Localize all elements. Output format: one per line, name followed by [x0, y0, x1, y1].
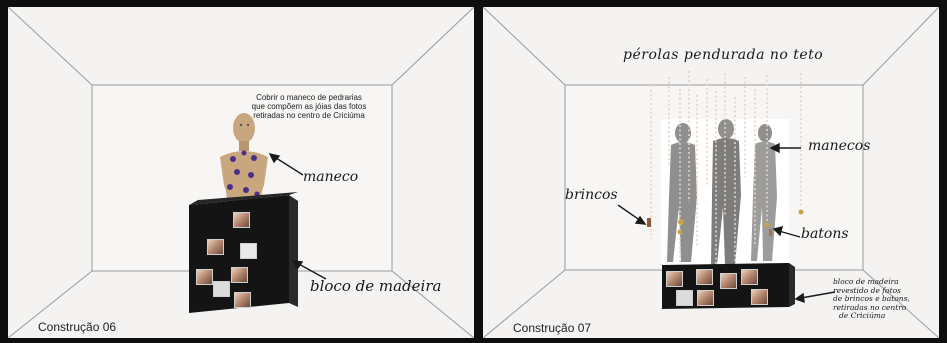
caption-construcao-07: Construção 07	[513, 321, 592, 335]
label-bloco-de-madeira: bloco de madeira	[310, 277, 442, 295]
annotation-arrows	[268, 152, 327, 280]
note-line: que compõem as jóias das fotos	[251, 102, 367, 111]
photo-jewel	[720, 273, 737, 289]
note-line: retiradas no centro de Criciúma	[253, 111, 365, 120]
photo-jewel	[207, 239, 224, 255]
annotation-arrows	[617, 142, 836, 304]
mannequin-bust	[220, 113, 268, 203]
photo-jewel	[696, 269, 713, 285]
note-line: de Criciúma	[839, 311, 886, 320]
photo-jewel	[240, 243, 257, 259]
caption-construcao-06: Construção 06	[38, 320, 117, 334]
label-maneco: maneco	[303, 169, 359, 185]
note-line: bloco de madeira	[833, 277, 899, 286]
label-perolas-title: pérolas pendurada no teto	[623, 47, 824, 63]
photo-jewel	[213, 281, 230, 297]
photo-jewel	[676, 290, 693, 306]
photo-jewel	[233, 212, 250, 228]
note-line: Cobrir o maneco de pedrarias	[256, 93, 362, 102]
photo-jewel	[196, 269, 213, 285]
earring-pendants	[647, 209, 804, 236]
panel-construcao-06: Cobrir o maneco de pedrarias que compõem…	[8, 7, 474, 338]
note-line: revestido de fotos	[833, 285, 901, 295]
pearl-strings	[650, 71, 802, 272]
photo-jewel	[234, 292, 251, 308]
photo-jewel	[751, 289, 768, 305]
gem-stones	[227, 150, 260, 197]
label-batons: batons	[801, 226, 849, 242]
photo-jewel	[741, 269, 758, 285]
cover-note: Cobrir o maneco de pedrarias que compõem…	[234, 93, 384, 120]
photo-jewel	[697, 290, 714, 306]
label-manecos: manecos	[808, 138, 871, 154]
label-brincos: brincos	[565, 187, 618, 203]
note-line: retiradas no centro	[833, 302, 907, 312]
panel-construcao-07: pérolas pendurada no teto brincos maneco…	[483, 7, 939, 338]
photo-jewel	[666, 271, 683, 287]
photo-jewel	[231, 267, 248, 283]
note-line: de brincos e batons,	[833, 294, 910, 303]
block-note: bloco de madeira revestido de fotos de b…	[833, 277, 933, 321]
room-perspective	[483, 7, 939, 338]
room-perspective	[8, 7, 474, 338]
